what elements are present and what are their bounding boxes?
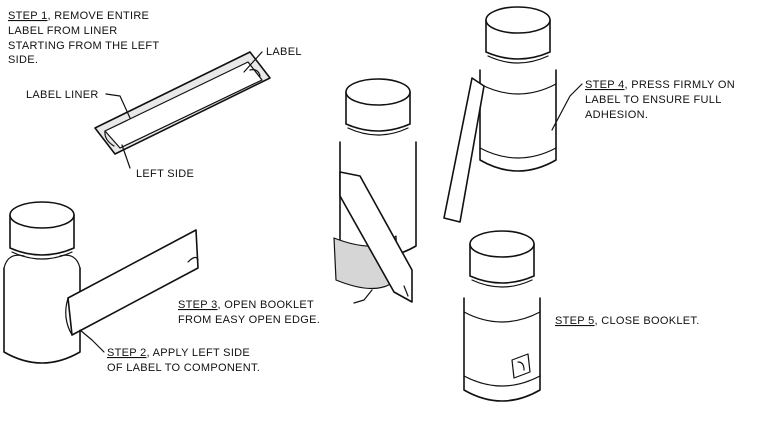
step2-text-line1: , APPLY LEFT SIDE [147, 347, 251, 359]
step1-text-line2: LABEL FROM LINER [8, 25, 118, 37]
step1-instructions: STEP 1, REMOVE ENTIRE LABEL FROM LINER S… [8, 10, 159, 66]
step4-text-line1: , PRESS FIRMLY ON [625, 79, 735, 91]
step5-instructions: STEP 5, CLOSE BOOKLET. [555, 315, 700, 327]
step4-text-line3: ADHESION. [585, 109, 648, 121]
callout-label-liner: LABEL LINER [26, 89, 99, 101]
svg-text:STEP 4, PRESS FIRMLY ON: STEP 4, PRESS FIRMLY ON [585, 79, 735, 91]
callout-label: LABEL [266, 46, 302, 58]
step1-text-line4: SIDE. [8, 54, 38, 66]
step3-text-line2: FROM EASY OPEN EDGE. [178, 314, 320, 326]
callout-left-side: LEFT SIDE [136, 168, 194, 180]
step1-text-line3: STARTING FROM THE LEFT [8, 40, 159, 52]
step3-number: STEP 3 [178, 299, 218, 311]
step3-instructions: STEP 3, OPEN BOOKLET FROM EASY OPEN EDGE… [178, 299, 320, 326]
step5-text-line1: , CLOSE BOOKLET. [595, 315, 700, 327]
step2-instructions: STEP 2, APPLY LEFT SIDE OF LABEL TO COMP… [107, 347, 260, 374]
step2-bottle-drawing [3, 201, 199, 364]
step3-text-line1: , OPEN BOOKLET [218, 299, 315, 311]
step4-number: STEP 4 [585, 79, 625, 91]
step2-text-line2: OF LABEL TO COMPONENT. [107, 362, 260, 374]
step5-bottle-drawing [463, 230, 541, 402]
svg-text:STEP 5, CLOSE BOOKLET.: STEP 5, CLOSE BOOKLET. [555, 315, 700, 327]
svg-text:STEP 1, REMOVE ENTIRE: STEP 1, REMOVE ENTIRE [8, 10, 149, 22]
step4-instructions: STEP 4, PRESS FIRMLY ON LABEL TO ENSURE … [585, 79, 735, 121]
step1-label-liner-drawing [94, 51, 271, 169]
svg-text:STEP 3, OPEN BOOKLET: STEP 3, OPEN BOOKLET [178, 299, 314, 311]
step1-number: STEP 1 [8, 10, 48, 22]
svg-text:STEP 2, APPLY LEFT SIDE: STEP 2, APPLY LEFT SIDE [107, 347, 250, 359]
step5-number: STEP 5 [555, 315, 595, 327]
step3-bottle-drawing [333, 78, 417, 304]
step2-number: STEP 2 [107, 347, 147, 359]
step4-bottle-drawing [443, 6, 583, 223]
step4-text-line2: LABEL TO ENSURE FULL [585, 94, 722, 106]
step1-text-line1: , REMOVE ENTIRE [48, 10, 150, 22]
